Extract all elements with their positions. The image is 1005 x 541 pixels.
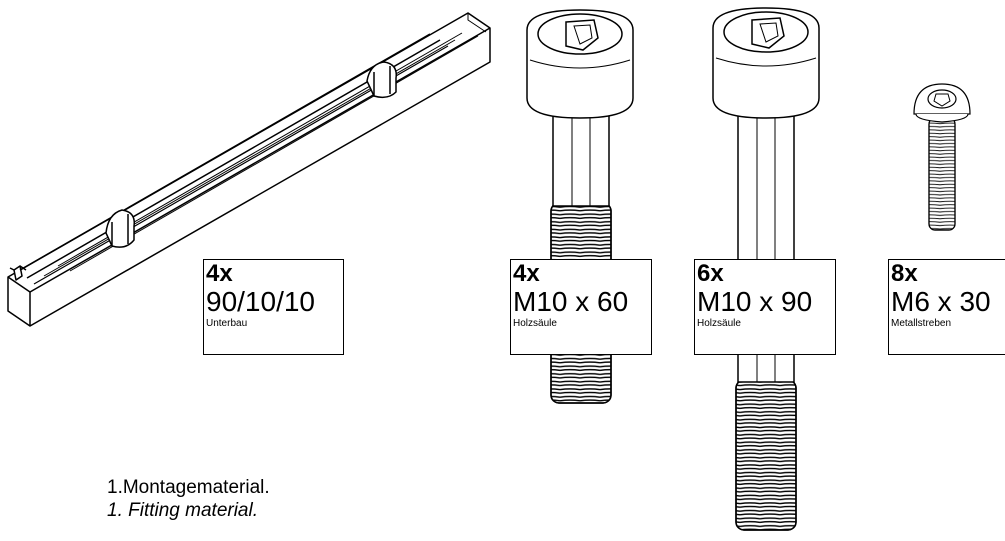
- quantity: 4x: [513, 260, 540, 287]
- part-label-m10x60: 4x M10 x 60 Holzsäule: [510, 259, 652, 355]
- aluminium-profile-icon: [7, 12, 491, 327]
- part-usage: Holzsäule: [513, 318, 557, 329]
- part-size: 90/10/10: [206, 286, 315, 317]
- quantity: 4x: [206, 260, 233, 287]
- caption-german: 1.Montagematerial.: [107, 477, 270, 498]
- quantity: 8x: [891, 260, 918, 287]
- caption-english: 1. Fitting material.: [107, 500, 258, 521]
- part-label-m6x30: 8x M6 x 30 Metallstreben: [888, 259, 1005, 355]
- button-head-screw-icon: [913, 83, 971, 231]
- part-label-profile: 4x 90/10/10 Unterbau: [203, 259, 344, 355]
- quantity: 6x: [697, 260, 724, 287]
- part-usage: Metallstreben: [891, 318, 952, 329]
- part-size: M10 x 60: [513, 286, 629, 317]
- part-label-m10x90: 6x M10 x 90 Holzsäule: [694, 259, 836, 355]
- part-size: M6 x 30: [891, 286, 991, 317]
- part-usage: Holzsäule: [697, 318, 741, 329]
- part-usage: Unterbau: [206, 318, 248, 329]
- part-size: M10 x 90: [697, 286, 813, 317]
